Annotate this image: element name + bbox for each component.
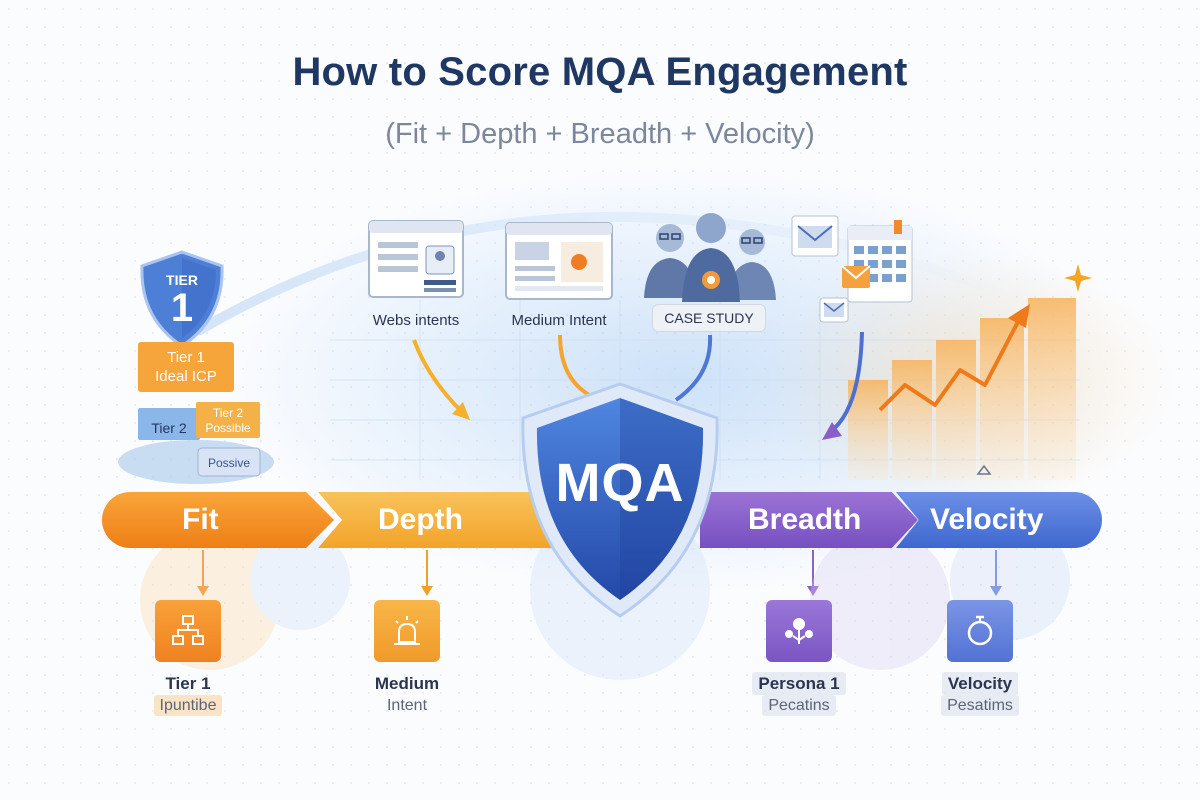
trend-arrow-line: [878, 317, 1022, 412]
tier-shield-number: 1: [170, 286, 194, 330]
sparkle-icon: [1064, 264, 1092, 292]
page-subtitle: (Fit + Depth + Breadth + Velocity): [385, 118, 815, 150]
mqa-shield-icon: [521, 382, 719, 618]
ribbon-velocity: Velocity: [896, 492, 1102, 548]
web-intents-label: Webs intents: [372, 312, 460, 329]
breadth-card-subtitle: Pecatins: [729, 695, 869, 716]
fit-card: [155, 600, 221, 662]
ribbon-depth: Depth: [318, 492, 558, 548]
hierarchy-icon: [172, 615, 204, 645]
tier-shield-word: TIER: [166, 272, 198, 288]
velocity-card: [947, 600, 1013, 662]
velocity-card-title: Velocity: [910, 672, 1050, 695]
arrow-email: [828, 331, 864, 434]
article-icon: [505, 222, 613, 300]
arrow-case: [674, 334, 713, 402]
depth-card-title: Medium: [374, 674, 440, 693]
fit-card-subtitle: Ipuntibe: [118, 695, 258, 716]
alert-lamp-icon: [394, 616, 420, 645]
tier-stack-illustration: [118, 250, 274, 484]
email-calendar-icon: [791, 215, 913, 323]
tier2-right-label: Tier 2 Possible: [205, 406, 251, 435]
case-study-badge: CASE STUDY: [652, 304, 766, 332]
fit-card-title: Tier 1: [165, 674, 211, 693]
depth-card-subtitle: Intent: [386, 697, 428, 714]
breadth-card: [766, 600, 832, 662]
webpage-icon: [368, 220, 464, 298]
network-people-icon: [785, 618, 813, 644]
tier2-left-label: Tier 2: [151, 420, 187, 436]
people-group-icon: [644, 213, 776, 302]
small-caret: [976, 464, 992, 475]
ribbon-breadth: Breadth: [700, 492, 918, 548]
stopwatch-icon: [967, 615, 993, 646]
velocity-card-subtitle: Pesatims: [910, 695, 1050, 716]
breadth-card-title: Persona 1: [729, 672, 869, 695]
tier1-label: Tier 1 Ideal ICP: [155, 349, 217, 385]
ribbon-fit: Fit: [102, 492, 334, 548]
arrow-web: [412, 339, 464, 414]
page-title: How to Score MQA Engagement: [292, 50, 908, 94]
mqa-label: MQA: [555, 453, 685, 513]
growth-bars: [848, 298, 1076, 480]
base-label: Possive: [207, 456, 251, 470]
medium-intent-label: Medium Intent: [511, 312, 607, 329]
depth-card: [374, 600, 440, 662]
trend-arrow-head: [1008, 304, 1030, 328]
